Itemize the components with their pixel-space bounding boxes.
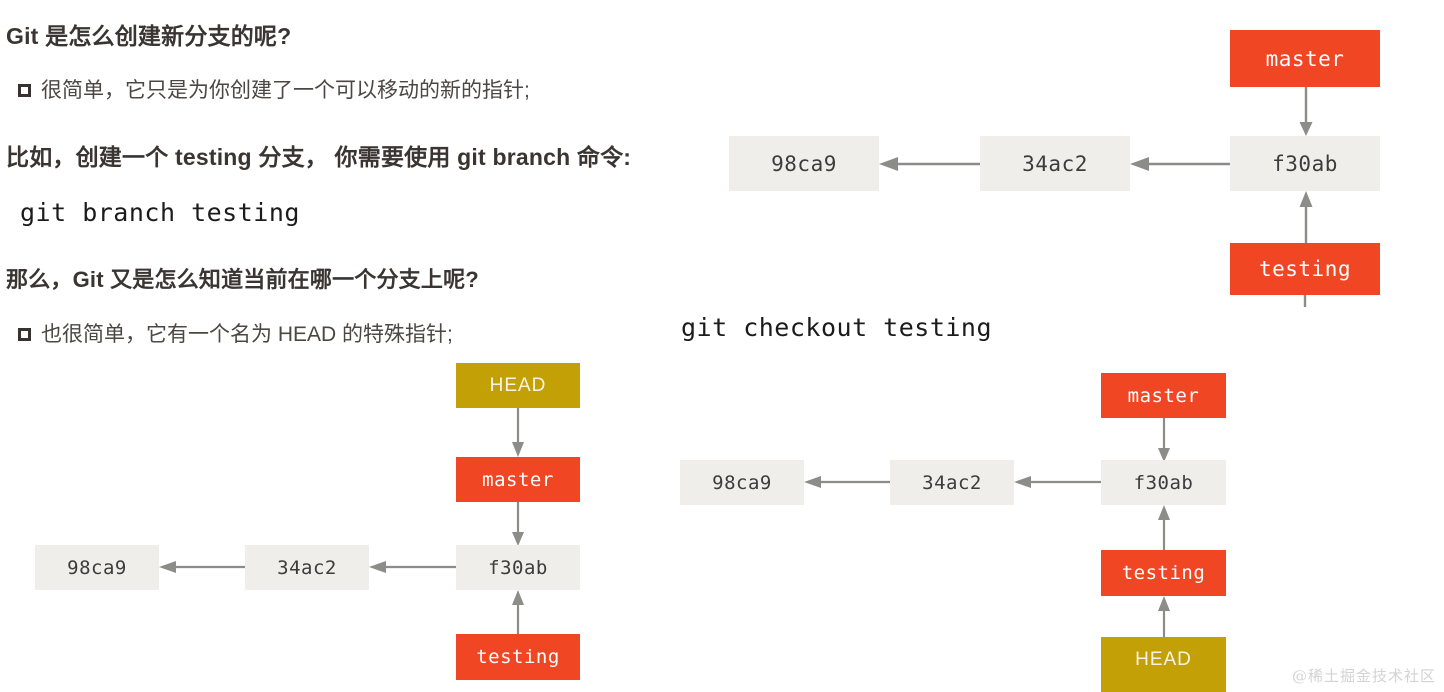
heading-how-git-creates-branch: Git 是怎么创建新分支的呢? xyxy=(6,23,292,49)
watermark: @稀土掘金技术社区 xyxy=(1291,667,1436,685)
node-34ac2-top: 34ac2 xyxy=(980,136,1130,191)
node-98ca9-top: 98ca9 xyxy=(729,136,879,191)
node-f30ab-bottom-right: f30ab xyxy=(1101,460,1226,505)
command-git-checkout: git checkout testing xyxy=(681,313,993,342)
node-98ca9-bottom-right: 98ca9 xyxy=(680,460,804,505)
node-f30ab-top: f30ab xyxy=(1230,136,1380,191)
command-git-branch: git branch testing xyxy=(20,198,300,227)
bullet-item-2: 也很简单，它有一个名为 HEAD 的特殊指针; xyxy=(18,318,453,348)
arrow-34ac2-to-98ca9-top xyxy=(879,155,980,173)
arrow-f30ab-to-34ac2-bottom-left xyxy=(369,559,456,575)
bullet-item-1: 很简单，它只是为你创建了一个可以移动的新的指针; xyxy=(18,74,530,104)
node-testing-top: testing xyxy=(1230,243,1380,295)
bullet-item-1-label: 很简单，它只是为你创建了一个可以移动的新的指针; xyxy=(41,79,530,102)
arrow-master-to-f30ab-bottom-right xyxy=(1156,418,1172,463)
arrow-testing-to-f30ab-top xyxy=(1298,191,1314,243)
node-98ca9-bottom-left: 98ca9 xyxy=(35,545,159,590)
node-34ac2-bottom-right: 34ac2 xyxy=(890,460,1014,505)
arrow-head-to-testing-bottom-right xyxy=(1156,596,1172,638)
arrow-stub-below-testing-top xyxy=(1303,295,1307,307)
arrow-master-to-f30ab-top xyxy=(1298,87,1314,137)
node-head-bottom-left: HEAD xyxy=(456,363,580,408)
arrow-master-to-f30ab-bottom-left xyxy=(510,502,526,547)
node-testing-bottom-left: testing xyxy=(456,634,580,680)
node-f30ab-bottom-left: f30ab xyxy=(456,545,580,590)
arrow-f30ab-to-34ac2-bottom-right xyxy=(1014,474,1101,490)
node-head-bottom-right: HEAD xyxy=(1101,637,1226,692)
bullet-item-2-label: 也很简单，它有一个名为 HEAD 的特殊指针; xyxy=(41,323,453,346)
arrow-34ac2-to-98ca9-bottom-right xyxy=(804,474,890,490)
node-master-bottom-right: master xyxy=(1101,373,1226,418)
square-bullet-icon xyxy=(18,327,31,341)
arrow-testing-to-f30ab-bottom-right xyxy=(1156,505,1172,551)
heading-create-testing-branch: 比如，创建一个 testing 分支， 你需要使用 git branch 命令: xyxy=(6,144,632,170)
arrow-34ac2-to-98ca9-bottom-left xyxy=(159,559,245,575)
node-34ac2-bottom-left: 34ac2 xyxy=(245,545,369,590)
arrow-f30ab-to-34ac2-top xyxy=(1130,155,1230,173)
arrow-head-to-master-bottom-left xyxy=(510,408,526,458)
heading-which-branch-question: 那么，Git 又是怎么知道当前在哪一个分支上呢? xyxy=(6,267,479,292)
node-testing-bottom-right: testing xyxy=(1101,550,1226,596)
node-master-top: master xyxy=(1230,30,1380,87)
arrow-testing-to-f30ab-bottom-left xyxy=(510,590,526,636)
node-master-bottom-left: master xyxy=(456,457,580,502)
square-bullet-icon xyxy=(18,83,31,97)
